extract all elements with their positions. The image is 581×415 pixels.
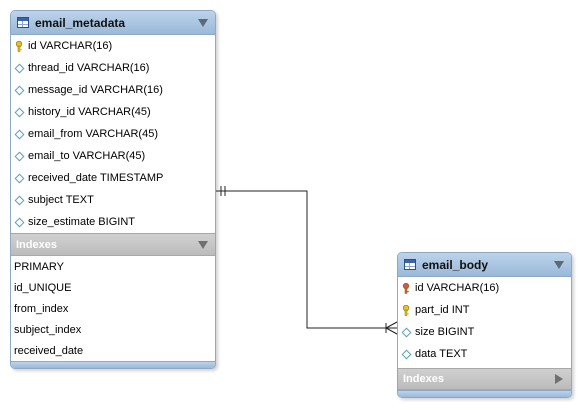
index-row[interactable]: from_index	[14, 302, 69, 315]
column-label: id VARCHAR(16)	[28, 40, 113, 52]
foreign-key-icon	[402, 282, 411, 294]
indexes-header[interactable]: Indexes	[398, 368, 571, 390]
indexes-label: Indexes	[403, 373, 444, 385]
column-label: id VARCHAR(16)	[415, 282, 500, 294]
table-email-metadata[interactable]: email_metadata id VARCHAR(16) thread_id V…	[10, 10, 216, 369]
expand-arrow-icon[interactable]	[555, 374, 563, 384]
column-diamond-icon	[15, 217, 24, 228]
collapse-arrow-icon[interactable]	[198, 241, 208, 249]
column-row[interactable]: size BIGINT	[398, 321, 571, 343]
column-list: id VARCHAR(16) thread_id VARCHAR(16) messa…	[11, 35, 215, 233]
table-header[interactable]: email_metadata	[11, 11, 215, 35]
table-footer	[398, 390, 571, 397]
column-row[interactable]: size_estimate BIGINT	[11, 211, 215, 233]
column-diamond-icon	[15, 107, 24, 118]
indexes-header[interactable]: Indexes	[11, 233, 215, 256]
column-label: data TEXT	[415, 348, 468, 360]
indexes-label: Indexes	[16, 238, 57, 251]
column-label: email_to VARCHAR(45)	[28, 150, 146, 162]
column-row[interactable]: id VARCHAR(16)	[11, 35, 215, 57]
index-row[interactable]: PRIMARY	[14, 260, 64, 273]
primary-key-icon	[15, 40, 24, 52]
column-row[interactable]: received_date TIMESTAMP	[11, 167, 215, 189]
column-label: part_id INT	[415, 304, 470, 316]
column-diamond-icon	[15, 63, 24, 74]
column-list: id VARCHAR(16) part_id INT size BIGINT data…	[398, 277, 571, 365]
column-label: size_estimate BIGINT	[28, 216, 135, 228]
collapse-arrow-icon[interactable]	[198, 19, 208, 27]
table-email-body[interactable]: email_body id VARCHAR(16) part_id INT size…	[397, 252, 572, 398]
column-row[interactable]: subject TEXT	[11, 189, 215, 211]
index-row[interactable]: received_date	[14, 344, 84, 357]
column-diamond-icon	[15, 195, 24, 206]
column-row[interactable]: part_id INT	[398, 299, 571, 321]
table-footer	[11, 361, 215, 368]
column-row[interactable]: thread_id VARCHAR(16)	[11, 57, 215, 79]
column-diamond-icon	[402, 327, 411, 338]
table-title: email_metadata	[35, 15, 126, 30]
column-diamond-icon	[15, 129, 24, 140]
column-row[interactable]: email_to VARCHAR(45)	[11, 145, 215, 167]
column-label: message_id VARCHAR(16)	[28, 84, 163, 96]
table-icon	[17, 17, 29, 28]
table-header[interactable]: email_body	[398, 253, 571, 277]
column-diamond-icon	[15, 173, 24, 184]
column-diamond-icon	[15, 85, 24, 96]
column-diamond-icon	[15, 151, 24, 162]
column-row[interactable]: data TEXT	[398, 343, 571, 365]
table-icon	[404, 259, 416, 270]
column-row[interactable]: id VARCHAR(16)	[398, 277, 571, 299]
column-row[interactable]: history_id VARCHAR(45)	[11, 101, 215, 123]
column-diamond-icon	[402, 349, 411, 360]
column-label: received_date TIMESTAMP	[28, 172, 164, 184]
column-label: thread_id VARCHAR(16)	[28, 62, 150, 74]
column-row[interactable]: message_id VARCHAR(16)	[11, 79, 215, 101]
column-label: size BIGINT	[415, 326, 475, 338]
column-row[interactable]: email_from VARCHAR(45)	[11, 123, 215, 145]
index-row[interactable]: subject_index	[14, 323, 82, 336]
index-row[interactable]: id_UNIQUE	[14, 281, 72, 294]
column-label: subject TEXT	[28, 194, 94, 206]
table-title: email_body	[422, 257, 489, 272]
column-label: history_id VARCHAR(45)	[28, 106, 151, 118]
collapse-arrow-icon[interactable]	[554, 261, 564, 269]
primary-key-icon	[402, 304, 411, 316]
column-label: email_from VARCHAR(45)	[28, 128, 158, 140]
